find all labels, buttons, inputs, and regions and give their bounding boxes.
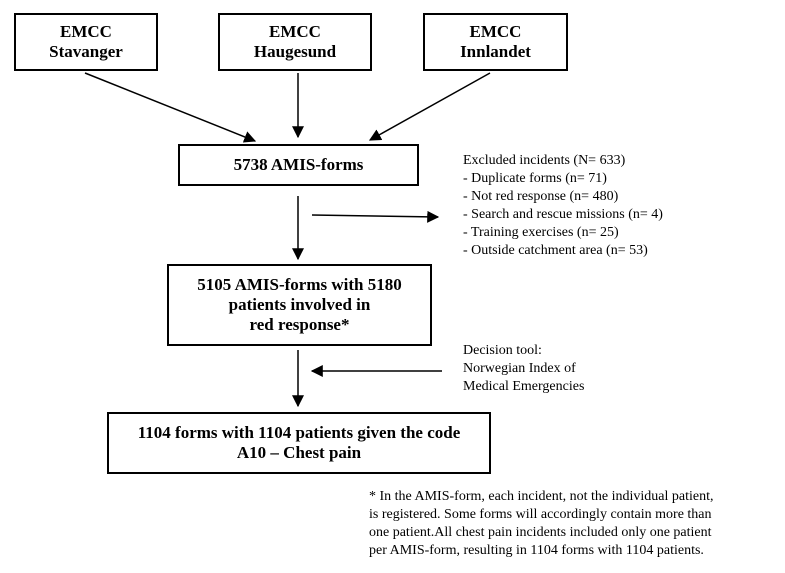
footnote-line: * In the AMIS-form, each incident, not t… [369,489,714,504]
decision-line: Medical Emergencies [463,379,585,394]
red-response-line: red response* [249,315,350,334]
arrow-stavanger-to-forms [84,72,257,143]
decision-tool-note: Decision tool: Norwegian Index of Medica… [463,342,584,396]
chest-pain-line: 1104 forms with 1104 patients given the … [137,423,461,442]
amis-forms-label: 5738 AMIS-forms [233,155,364,174]
excluded-item: - Training exercises (n= 25) [463,225,619,240]
decision-line: Decision tool: [463,343,542,358]
source-box-name: Haugesund [253,42,337,61]
source-box-label: EMCC [269,22,321,41]
source-box-label: EMCC [469,22,522,41]
source-box-stavanger: EMCC Stavanger [14,13,158,71]
excluded-title: Excluded incidents (N= 633) [463,153,626,168]
footnote-line: is registered. Some forms will according… [369,507,712,522]
excluded-item: - Duplicate forms (n= 71) [463,171,607,186]
excluded-item: - Search and rescue missions (n= 4) [463,207,663,222]
red-response-line: patients involved in [228,295,371,314]
footnote-line: per AMIS-form, resulting in 1104 forms w… [369,543,704,558]
excluded-item: - Outside catchment area (n= 53) [463,243,648,258]
source-box-name: Innlandet [460,42,531,61]
red-response-box: 5105 AMIS-forms with 5180 patients invol… [167,264,432,346]
chest-pain-line: A10 – Chest pain [236,443,362,462]
source-box-label: EMCC [60,22,112,41]
excluded-incidents-list: Excluded incidents (N= 633) - Duplicate … [463,152,663,260]
arrow-innlandet-to-forms [368,72,491,141]
source-box-innlandet: EMCC Innlandet [423,13,568,71]
source-box-name: Stavanger [49,42,123,61]
arrow-to-excluded [311,210,440,223]
amis-forms-box: 5738 AMIS-forms [178,144,419,186]
chest-pain-box: 1104 forms with 1104 patients given the … [107,412,491,474]
footnote-line: one patient.All chest pain incidents inc… [369,525,712,540]
footnote: * In the AMIS-form, each incident, not t… [369,488,713,560]
excluded-item: - Not red response (n= 480) [463,189,619,204]
red-response-line: 5105 AMIS-forms with 5180 [197,275,402,294]
decision-line: Norwegian Index of [463,361,576,376]
source-box-haugesund: EMCC Haugesund [218,13,372,71]
